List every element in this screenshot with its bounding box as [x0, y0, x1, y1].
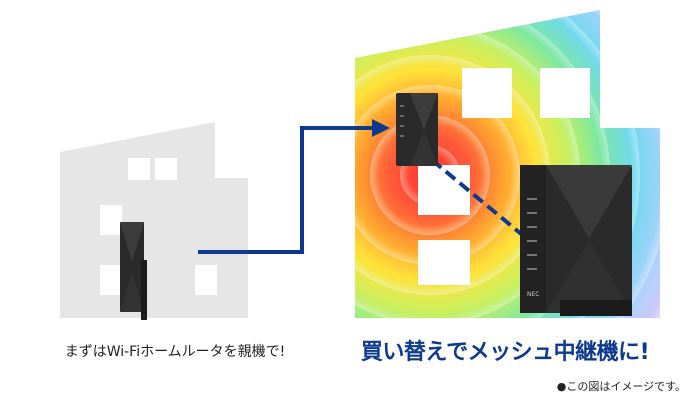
router-brand-label: NEC: [527, 291, 539, 298]
window: [100, 265, 122, 295]
window: [155, 158, 177, 180]
window: [540, 68, 590, 118]
caption-after: 買い替えでメッシュ中継機に!: [360, 340, 650, 365]
window: [462, 68, 512, 118]
router-small-left: [120, 222, 147, 320]
window: [195, 265, 217, 295]
window: [100, 205, 122, 235]
image-note: ●この図はイメージです。: [556, 380, 686, 393]
window: [418, 240, 470, 285]
router-mesh-small: [396, 93, 438, 166]
arrow-connector: [198, 119, 390, 254]
mesh-link-line: [430, 158, 528, 240]
caption-before: まずはWi-Fiホームルータを親機で!: [64, 344, 286, 360]
router-main-large: [520, 165, 632, 316]
window: [418, 165, 470, 215]
window: [128, 158, 150, 180]
house-before: [60, 122, 248, 318]
